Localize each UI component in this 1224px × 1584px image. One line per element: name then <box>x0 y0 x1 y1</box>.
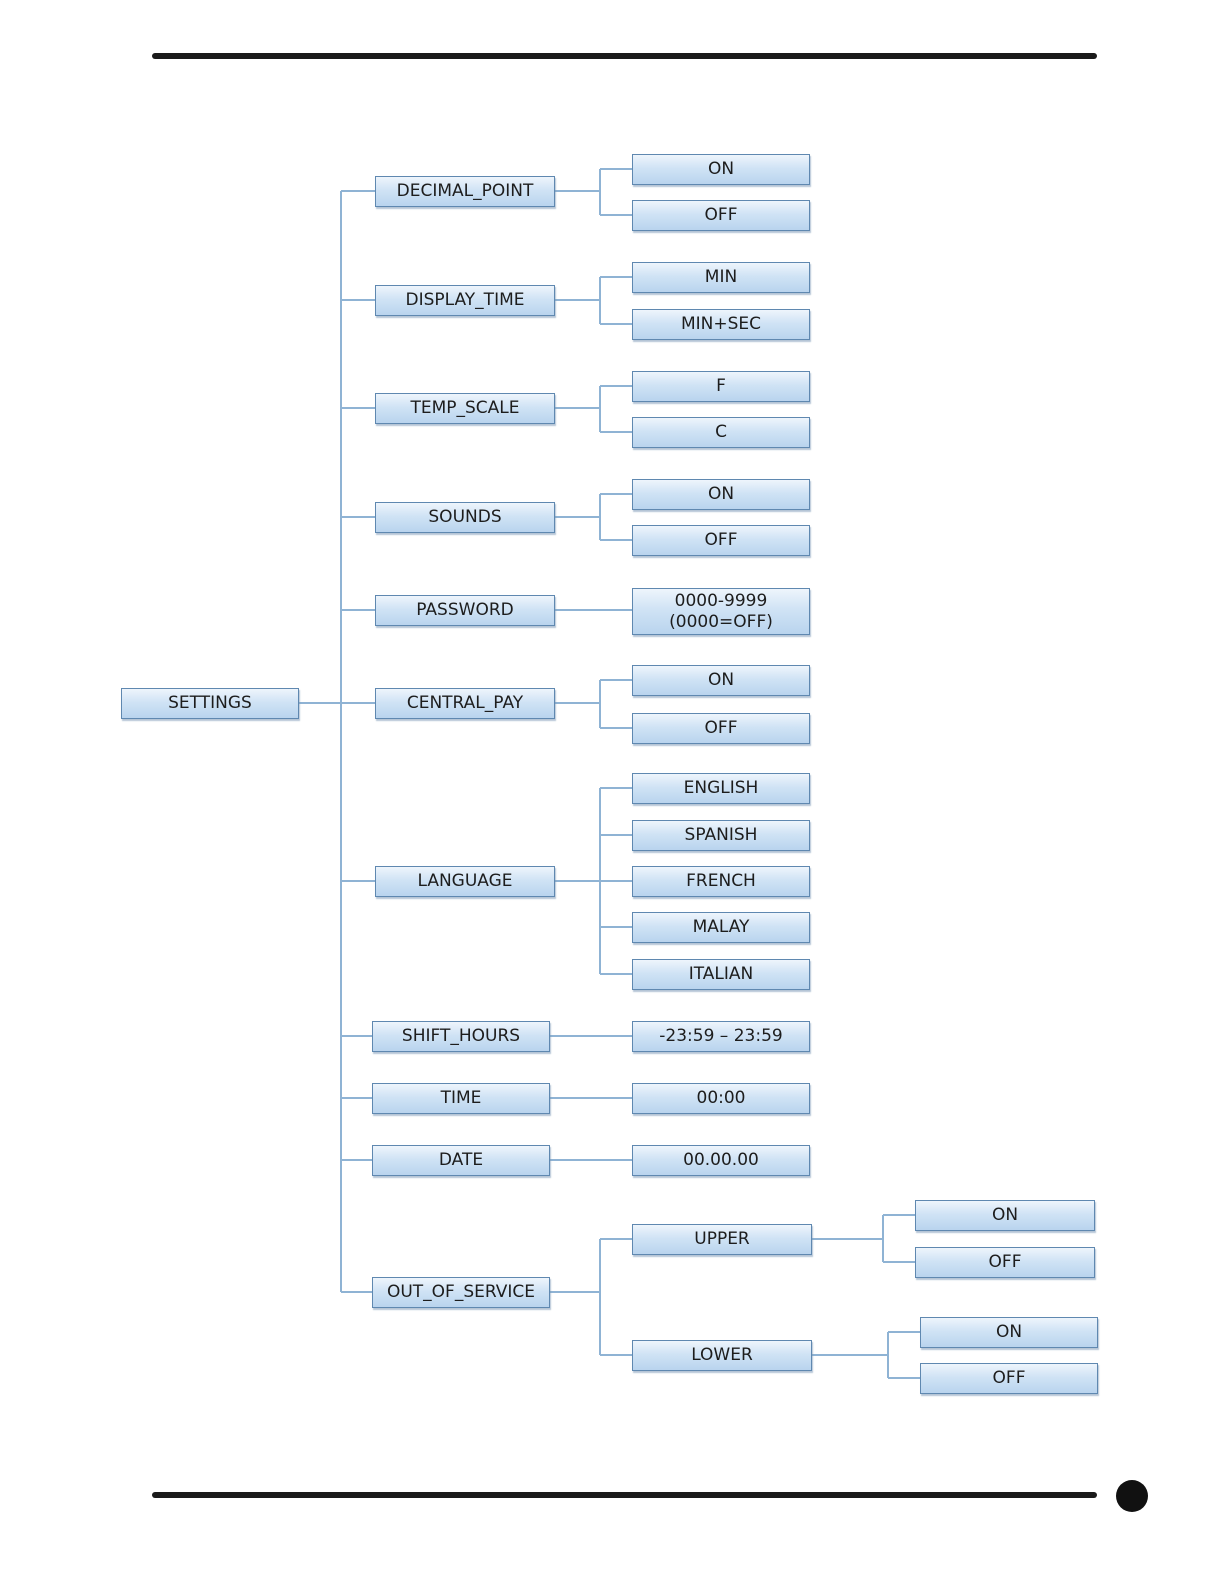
sounds-option-on: ON <box>632 479 810 510</box>
shift-hours-value-node: -23:59 – 23:59 <box>632 1021 810 1052</box>
time-label: TIME <box>441 1088 482 1109</box>
password-off-note: (0000=OFF) <box>669 612 773 633</box>
time-node: TIME <box>372 1083 550 1114</box>
out-of-service-label: OUT_OF_SERVICE <box>387 1282 535 1303</box>
option-label: ON <box>996 1322 1022 1343</box>
option-label: ENGLISH <box>684 778 759 799</box>
option-label: OFF <box>705 205 738 226</box>
option-label: ON <box>992 1205 1018 1226</box>
display-time-node: DISPLAY_TIME <box>375 285 555 316</box>
display-time-label: DISPLAY_TIME <box>405 290 524 311</box>
password-value-node: 0000-9999 (0000=OFF) <box>632 588 810 635</box>
language-option-malay: MALAY <box>632 912 810 943</box>
display-time-option-min-sec: MIN+SEC <box>632 309 810 340</box>
central-pay-node: CENTRAL_PAY <box>375 688 555 719</box>
date-label: DATE <box>439 1150 483 1171</box>
sounds-label: SOUNDS <box>428 507 501 528</box>
decimal-point-option-off: OFF <box>632 200 810 231</box>
central-pay-option-on: ON <box>632 665 810 696</box>
option-label: OFF <box>705 718 738 739</box>
lower-label: LOWER <box>691 1345 753 1366</box>
option-label: MALAY <box>693 917 750 938</box>
display-time-option-min: MIN <box>632 262 810 293</box>
central-pay-label: CENTRAL_PAY <box>407 693 523 714</box>
lower-option-on: ON <box>920 1317 1098 1348</box>
option-label: ON <box>708 670 734 691</box>
out-of-service-node: OUT_OF_SERVICE <box>372 1277 550 1308</box>
option-label: C <box>715 422 727 443</box>
password-label: PASSWORD <box>416 600 513 621</box>
decimal-point-node: DECIMAL_POINT <box>375 176 555 207</box>
lower-option-off: OFF <box>920 1363 1098 1394</box>
shift-hours-label: SHIFT_HOURS <box>402 1026 520 1047</box>
option-label: FRENCH <box>686 871 756 892</box>
password-range: 0000-9999 <box>675 591 768 612</box>
language-node: LANGUAGE <box>375 866 555 897</box>
date-value: 00.00.00 <box>683 1150 759 1171</box>
shift-hours-range: -23:59 – 23:59 <box>659 1026 782 1047</box>
decimal-point-label: DECIMAL_POINT <box>397 181 534 202</box>
date-node: DATE <box>372 1145 550 1176</box>
upper-option-off: OFF <box>915 1247 1095 1278</box>
central-pay-option-off: OFF <box>632 713 810 744</box>
option-label: SPANISH <box>685 825 758 846</box>
temp-scale-node: TEMP_SCALE <box>375 393 555 424</box>
time-value-node: 00:00 <box>632 1083 810 1114</box>
option-label: ITALIAN <box>689 964 754 985</box>
temp-scale-option-f: F <box>632 371 810 402</box>
option-label: MIN+SEC <box>681 314 761 335</box>
sounds-option-off: OFF <box>632 525 810 556</box>
temp-scale-option-c: C <box>632 417 810 448</box>
decimal-point-option-on: ON <box>632 154 810 185</box>
time-value: 00:00 <box>697 1088 746 1109</box>
shift-hours-node: SHIFT_HOURS <box>372 1021 550 1052</box>
option-label: ON <box>708 484 734 505</box>
out-of-service-lower-node: LOWER <box>632 1340 812 1371</box>
option-label: ON <box>708 159 734 180</box>
language-option-italian: ITALIAN <box>632 959 810 990</box>
language-option-english: ENGLISH <box>632 773 810 804</box>
language-option-spanish: SPANISH <box>632 820 810 851</box>
sounds-node: SOUNDS <box>375 502 555 533</box>
settings-root-label: SETTINGS <box>168 693 252 714</box>
option-label: OFF <box>989 1252 1022 1273</box>
upper-option-on: ON <box>915 1200 1095 1231</box>
option-label: MIN <box>705 267 737 288</box>
page-marker-dot <box>1116 1480 1148 1512</box>
language-label: LANGUAGE <box>417 871 512 892</box>
date-value-node: 00.00.00 <box>632 1145 810 1176</box>
option-label: F <box>716 376 726 397</box>
out-of-service-upper-node: UPPER <box>632 1224 812 1255</box>
option-label: OFF <box>993 1368 1026 1389</box>
settings-root-node: SETTINGS <box>121 688 299 719</box>
option-label: OFF <box>705 530 738 551</box>
temp-scale-label: TEMP_SCALE <box>410 398 519 419</box>
language-option-french: FRENCH <box>632 866 810 897</box>
bottom-rule <box>152 1492 1097 1498</box>
upper-label: UPPER <box>694 1229 750 1250</box>
password-node: PASSWORD <box>375 595 555 626</box>
